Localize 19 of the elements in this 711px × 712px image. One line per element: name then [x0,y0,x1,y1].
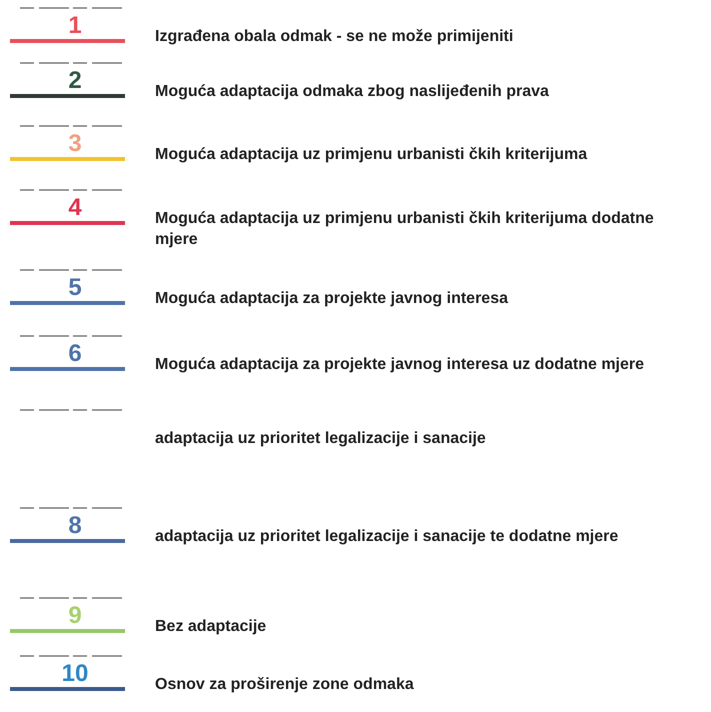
legend-text: Moguća adaptacija za projekte javnog interesa [155,289,510,309]
legend-text: Osnov za proširenje zone odmaka [155,675,415,695]
legend-number: 4 [67,196,83,220]
legend-text: Moguća adaptacija uz primjenu urbanisti čkih kriterijuma dodatne mjere [155,209,655,250]
legend-text: Moguća adaptacija za projekte javnog interesa uz dodatne mjere [155,355,646,375]
legend-number: 1 [67,14,83,38]
legend-number: 2 [67,69,83,93]
legend-number: 6 [67,342,83,366]
legend-number: 3 [67,132,83,156]
legend-number: 10 [60,662,90,686]
legend-number: 5 [67,276,83,300]
legend-number: 9 [67,604,83,628]
legend-number: 8 [67,514,83,538]
legend-text: Moguća adaptacija odmaka zbog naslijeđenih prava [155,82,550,102]
legend-text: Bez adaptacije [155,617,268,637]
legend-text: Moguća adaptacija uz primjenu urbanisti čkih kriterijuma [155,145,588,165]
legend-text: Izgrađena obala odmak - se ne može primijeniti [155,27,514,47]
legend-text: adaptacija uz prioritet legalizacije i sanacije [155,429,487,449]
legend-text: adaptacija uz prioritet legalizacije i sanacije te dodatne mjere [155,527,620,547]
